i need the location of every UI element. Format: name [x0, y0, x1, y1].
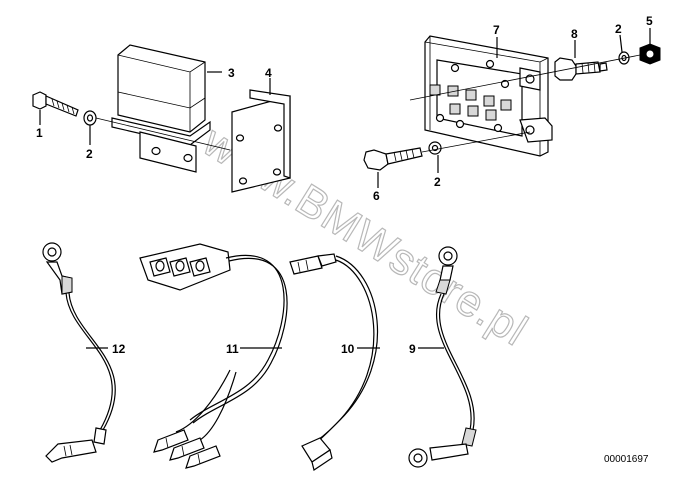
cable-part-12 — [42, 242, 116, 463]
callout-9: 9 — [409, 342, 416, 356]
pin-part-8 — [554, 57, 608, 81]
callout-11: 11 — [226, 342, 239, 356]
callout-1: 1 — [36, 126, 43, 140]
nut-part-5 — [639, 43, 661, 65]
diagram-reference-number: 00001697 — [604, 454, 649, 465]
callout-5: 5 — [646, 14, 653, 28]
callout-3: 3 — [228, 66, 235, 80]
callout-12: 12 — [112, 342, 126, 356]
washer-part-2-left — [83, 110, 97, 126]
connector-plate-part-7 — [424, 35, 553, 157]
callout-8: 8 — [571, 27, 578, 41]
relay-part-3 — [111, 44, 211, 173]
callout-7: 7 — [493, 23, 500, 37]
assembly-axis-right-bottom — [421, 131, 531, 153]
callout-10: 10 — [341, 342, 355, 356]
washer-part-2-lower — [428, 141, 442, 155]
callout-4: 4 — [265, 66, 272, 80]
leader-2b — [619, 34, 623, 53]
assembly-axis-right-top — [409, 54, 641, 101]
assembly-axis-left — [95, 117, 231, 151]
callout-6: 6 — [373, 189, 380, 203]
cable-part-9 — [408, 246, 477, 468]
screw-part-6 — [363, 147, 423, 171]
bolt-part-1 — [32, 91, 79, 117]
cable-part-11 — [139, 243, 288, 469]
callout-2c: 2 — [434, 175, 441, 189]
bracket-part-4 — [231, 89, 291, 193]
callout-2a: 2 — [86, 147, 93, 161]
cable-part-10 — [289, 253, 379, 471]
callout-2b: 2 — [615, 22, 622, 36]
